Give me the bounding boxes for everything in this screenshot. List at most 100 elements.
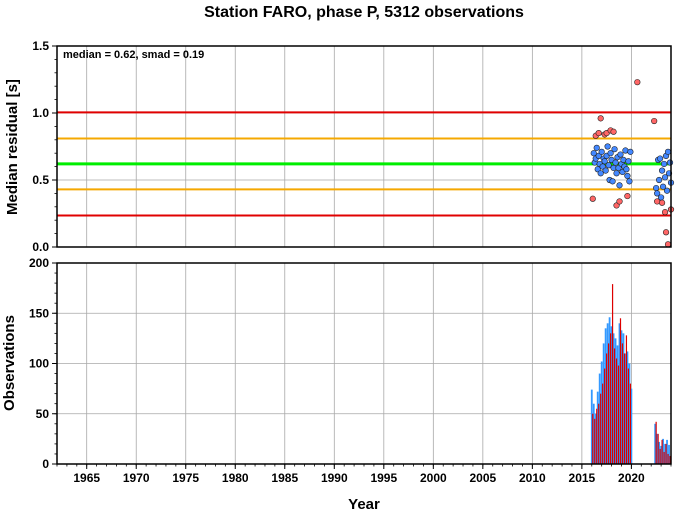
observation-bar [626, 351, 629, 464]
observation-bar [620, 330, 623, 464]
residual-point [623, 166, 630, 173]
observation-bar [596, 391, 599, 464]
observation-bar [622, 333, 625, 464]
residual-point [653, 184, 660, 192]
residual-point [613, 170, 620, 177]
observation-bar [590, 389, 593, 464]
residual-point [664, 148, 672, 155]
observation-bar [608, 317, 611, 464]
residual-y-tick-label: 1.0 [32, 106, 49, 120]
x-tick-label: 1990 [321, 471, 348, 485]
residual-y-tick-label: 0.0 [32, 240, 49, 254]
observation-bar-red [598, 403, 600, 464]
observation-bar-red [615, 358, 618, 464]
observation-bar [658, 441, 661, 464]
observations-y-tick-label: 150 [29, 306, 49, 320]
residual-point [660, 160, 668, 168]
observation-bar [668, 444, 670, 464]
residual-point [593, 144, 600, 151]
observation-bar [600, 361, 603, 464]
residual-outlier-point [658, 199, 666, 206]
observation-bar-red [604, 368, 606, 464]
observation-bar-red [667, 453, 669, 464]
chart-title: Station FARO, phase P, 5312 observations [204, 4, 524, 21]
residual-y-tick-label: 1.5 [32, 39, 49, 53]
observation-bar-red [629, 383, 631, 464]
residual-outlier-point [597, 115, 604, 122]
observation-bar-red [600, 393, 602, 464]
residual-point [624, 172, 631, 180]
observation-bar-red [596, 408, 598, 464]
residual-point [661, 174, 669, 181]
observation-bar-red [592, 413, 594, 464]
observation-bar [660, 445, 662, 464]
residual-point [605, 162, 612, 169]
x-tick-label: 1970 [123, 471, 150, 485]
observation-bar [618, 323, 621, 464]
residual-point [602, 167, 609, 174]
observation-bar [614, 338, 617, 464]
observation-bar-red [611, 284, 614, 464]
residual-point [597, 170, 604, 177]
residual-point [590, 150, 597, 157]
observation-bar-red [657, 433, 659, 464]
x-tick-label: 1995 [370, 471, 397, 485]
observations-bars [590, 284, 671, 464]
observation-bar-red [661, 439, 663, 464]
residual-outlier-point [595, 130, 602, 137]
residual-plot-area [57, 46, 671, 247]
residual-y-axis-title: Median residual [s] [4, 79, 21, 215]
observation-bar-red [669, 455, 671, 464]
residual-point [627, 148, 634, 155]
residual-point [612, 159, 619, 166]
observation-bar [610, 326, 613, 464]
observations-y-tick-label: 100 [29, 357, 49, 371]
observation-bar [628, 363, 631, 464]
residual-point [666, 159, 674, 166]
x-tick-label: 1965 [73, 471, 100, 485]
observation-bar [664, 443, 666, 464]
observation-bar-red [655, 421, 657, 464]
residual-outlier-point [661, 209, 669, 216]
residual-point [607, 150, 614, 157]
residual-y-tick-label: 0.5 [32, 173, 49, 187]
observation-bar-red [665, 443, 667, 464]
residual-point [654, 190, 661, 197]
observation-bar-red [609, 333, 612, 464]
observation-bar-red [625, 335, 628, 464]
observation-bar-red [659, 448, 661, 464]
residual-outlier-point [616, 198, 623, 205]
residual-point [656, 176, 663, 184]
observation-bar [598, 373, 601, 464]
observation-bar [662, 438, 664, 464]
residual-outlier-point [624, 192, 631, 200]
residual-point [658, 167, 666, 174]
x-tick-label: 2010 [519, 471, 546, 485]
residual-outlier-point [610, 128, 617, 135]
observation-bar [666, 439, 668, 464]
x-tick-label: 2020 [618, 471, 645, 485]
residual-point [611, 146, 618, 153]
observation-bar [630, 388, 633, 464]
residual-point [617, 151, 624, 158]
observation-bar [594, 413, 597, 464]
observation-bar [612, 333, 615, 464]
observation-bar-red [602, 383, 604, 464]
observation-bar-red [621, 343, 624, 464]
residual-plot-frame [56, 45, 672, 248]
residual-panel: 0.00.51.01.5 median = 0.62, smad = 0.19 … [4, 39, 675, 254]
observation-bar [654, 423, 657, 464]
observation-bar [616, 345, 619, 464]
observation-bar-red [608, 343, 610, 464]
residual-point [625, 158, 632, 165]
observation-bar [592, 403, 595, 464]
residual-point [626, 178, 633, 185]
observations-y-axis-title: Observations [1, 315, 18, 411]
observation-bar [602, 343, 605, 464]
x-tick-label: 1985 [271, 471, 298, 485]
observation-bar [604, 328, 607, 464]
observation-bar [624, 353, 627, 464]
